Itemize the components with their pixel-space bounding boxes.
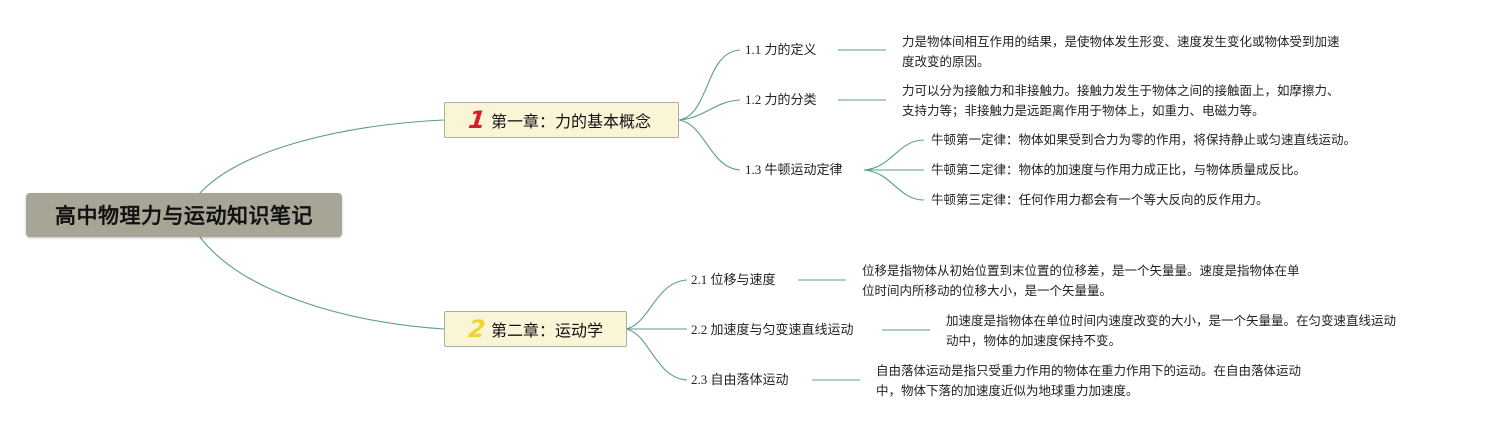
- description-line: 度改变的原因。: [902, 54, 990, 69]
- newton-law-2: 牛顿第二定律：物体的加速度与作用力成正比，与物体质量成反比。: [931, 162, 1307, 177]
- connector-root-chapter-2: [199, 236, 445, 330]
- topic-1-2-description: 力可以分为接触力和非接触力。接触力发生于物体之间的接触面上，如摩擦力、 支持力等…: [902, 81, 1340, 121]
- root-node[interactable]: 高中物理力与运动知识笔记: [26, 193, 342, 237]
- connector-ch1-topic-3: [678, 119, 741, 171]
- topic-1-2-label[interactable]: 1.2 力的分类: [745, 92, 817, 107]
- connector-ch2-topic-3: [625, 328, 688, 381]
- topic-1-1-description: 力是物体间相互作用的结果，是使物体发生形变、速度发生变化或物体受到加速 度改变的…: [902, 32, 1340, 72]
- connector-root-chapter-1: [199, 119, 445, 194]
- topic-2-1-label[interactable]: 2.1 位移与速度: [691, 272, 776, 287]
- topic-2-2-description: 加速度是指物体在单位时间内速度改变的大小，是一个矢量量。在匀变速直线运动 动中，…: [946, 311, 1396, 351]
- topic-1-1-label[interactable]: 1.1 力的定义: [745, 42, 817, 57]
- description-line: 自由落体运动是指只受重力作用的物体在重力作用下的运动。在自由落体运动: [876, 363, 1302, 378]
- description-line: 位时间内所移动的位移大小，是一个矢量量。: [862, 283, 1113, 298]
- description-line: 位移是指物体从初始位置到末位置的位移差，是一个矢量量。速度是指物体在单: [862, 263, 1300, 278]
- description-line: 支持力等；非接触力是远距离作用于物体上，如重力、电磁力等。: [902, 103, 1265, 118]
- connector-newton-law-1: [863, 139, 925, 171]
- topic-2-2-label[interactable]: 2.2 加速度与匀变速直线运动: [691, 322, 854, 337]
- description-line: 动中，物体的加速度保持不变。: [946, 333, 1122, 348]
- chapter-number-badge: 1: [467, 106, 487, 134]
- chapter-2-node[interactable]: 2 第二章：运动学: [444, 311, 627, 347]
- chapter-1-node[interactable]: 1 第一章：力的基本概念: [444, 102, 679, 138]
- newton-law-3: 牛顿第三定律：任何作用力都会有一个等大反向的反作用力。: [931, 192, 1269, 207]
- connector-ch1-topic-2: [678, 99, 741, 121]
- topic-1-3-label[interactable]: 1.3 牛顿运动定律: [745, 162, 843, 177]
- description-line: 中，物体下落的加速度近似为地球重力加速度。: [876, 383, 1139, 398]
- chapter-number-badge: 2: [467, 315, 487, 343]
- newton-law-1: 牛顿第一定律：物体如果受到合力为零的作用，将保持静止或匀速直线运动。: [931, 132, 1357, 147]
- chapter-title: 第一章：力的基本概念: [491, 112, 652, 131]
- chapter-title: 第二章：运动学: [491, 321, 604, 340]
- description-line: 力可以分为接触力和非接触力。接触力发生于物体之间的接触面上，如摩擦力、: [902, 83, 1340, 98]
- description-line: 加速度是指物体在单位时间内速度改变的大小，是一个矢量量。在匀变速直线运动: [946, 313, 1397, 328]
- topic-2-1-description: 位移是指物体从初始位置到末位置的位移差，是一个矢量量。速度是指物体在单 位时间内…: [862, 261, 1300, 301]
- connector-newton-law-3: [863, 169, 925, 201]
- connector-ch2-topic-1: [625, 279, 688, 330]
- root-title: 高中物理力与运动知识笔记: [55, 204, 313, 228]
- description-line: 力是物体间相互作用的结果，是使物体发生形变、速度发生变化或物体受到加速: [902, 34, 1340, 49]
- connector-ch1-topic-1: [678, 49, 741, 121]
- topic-2-3-description: 自由落体运动是指只受重力作用的物体在重力作用下的运动。在自由落体运动 中，物体下…: [876, 361, 1301, 401]
- topic-2-3-label[interactable]: 2.3 自由落体运动: [691, 372, 789, 387]
